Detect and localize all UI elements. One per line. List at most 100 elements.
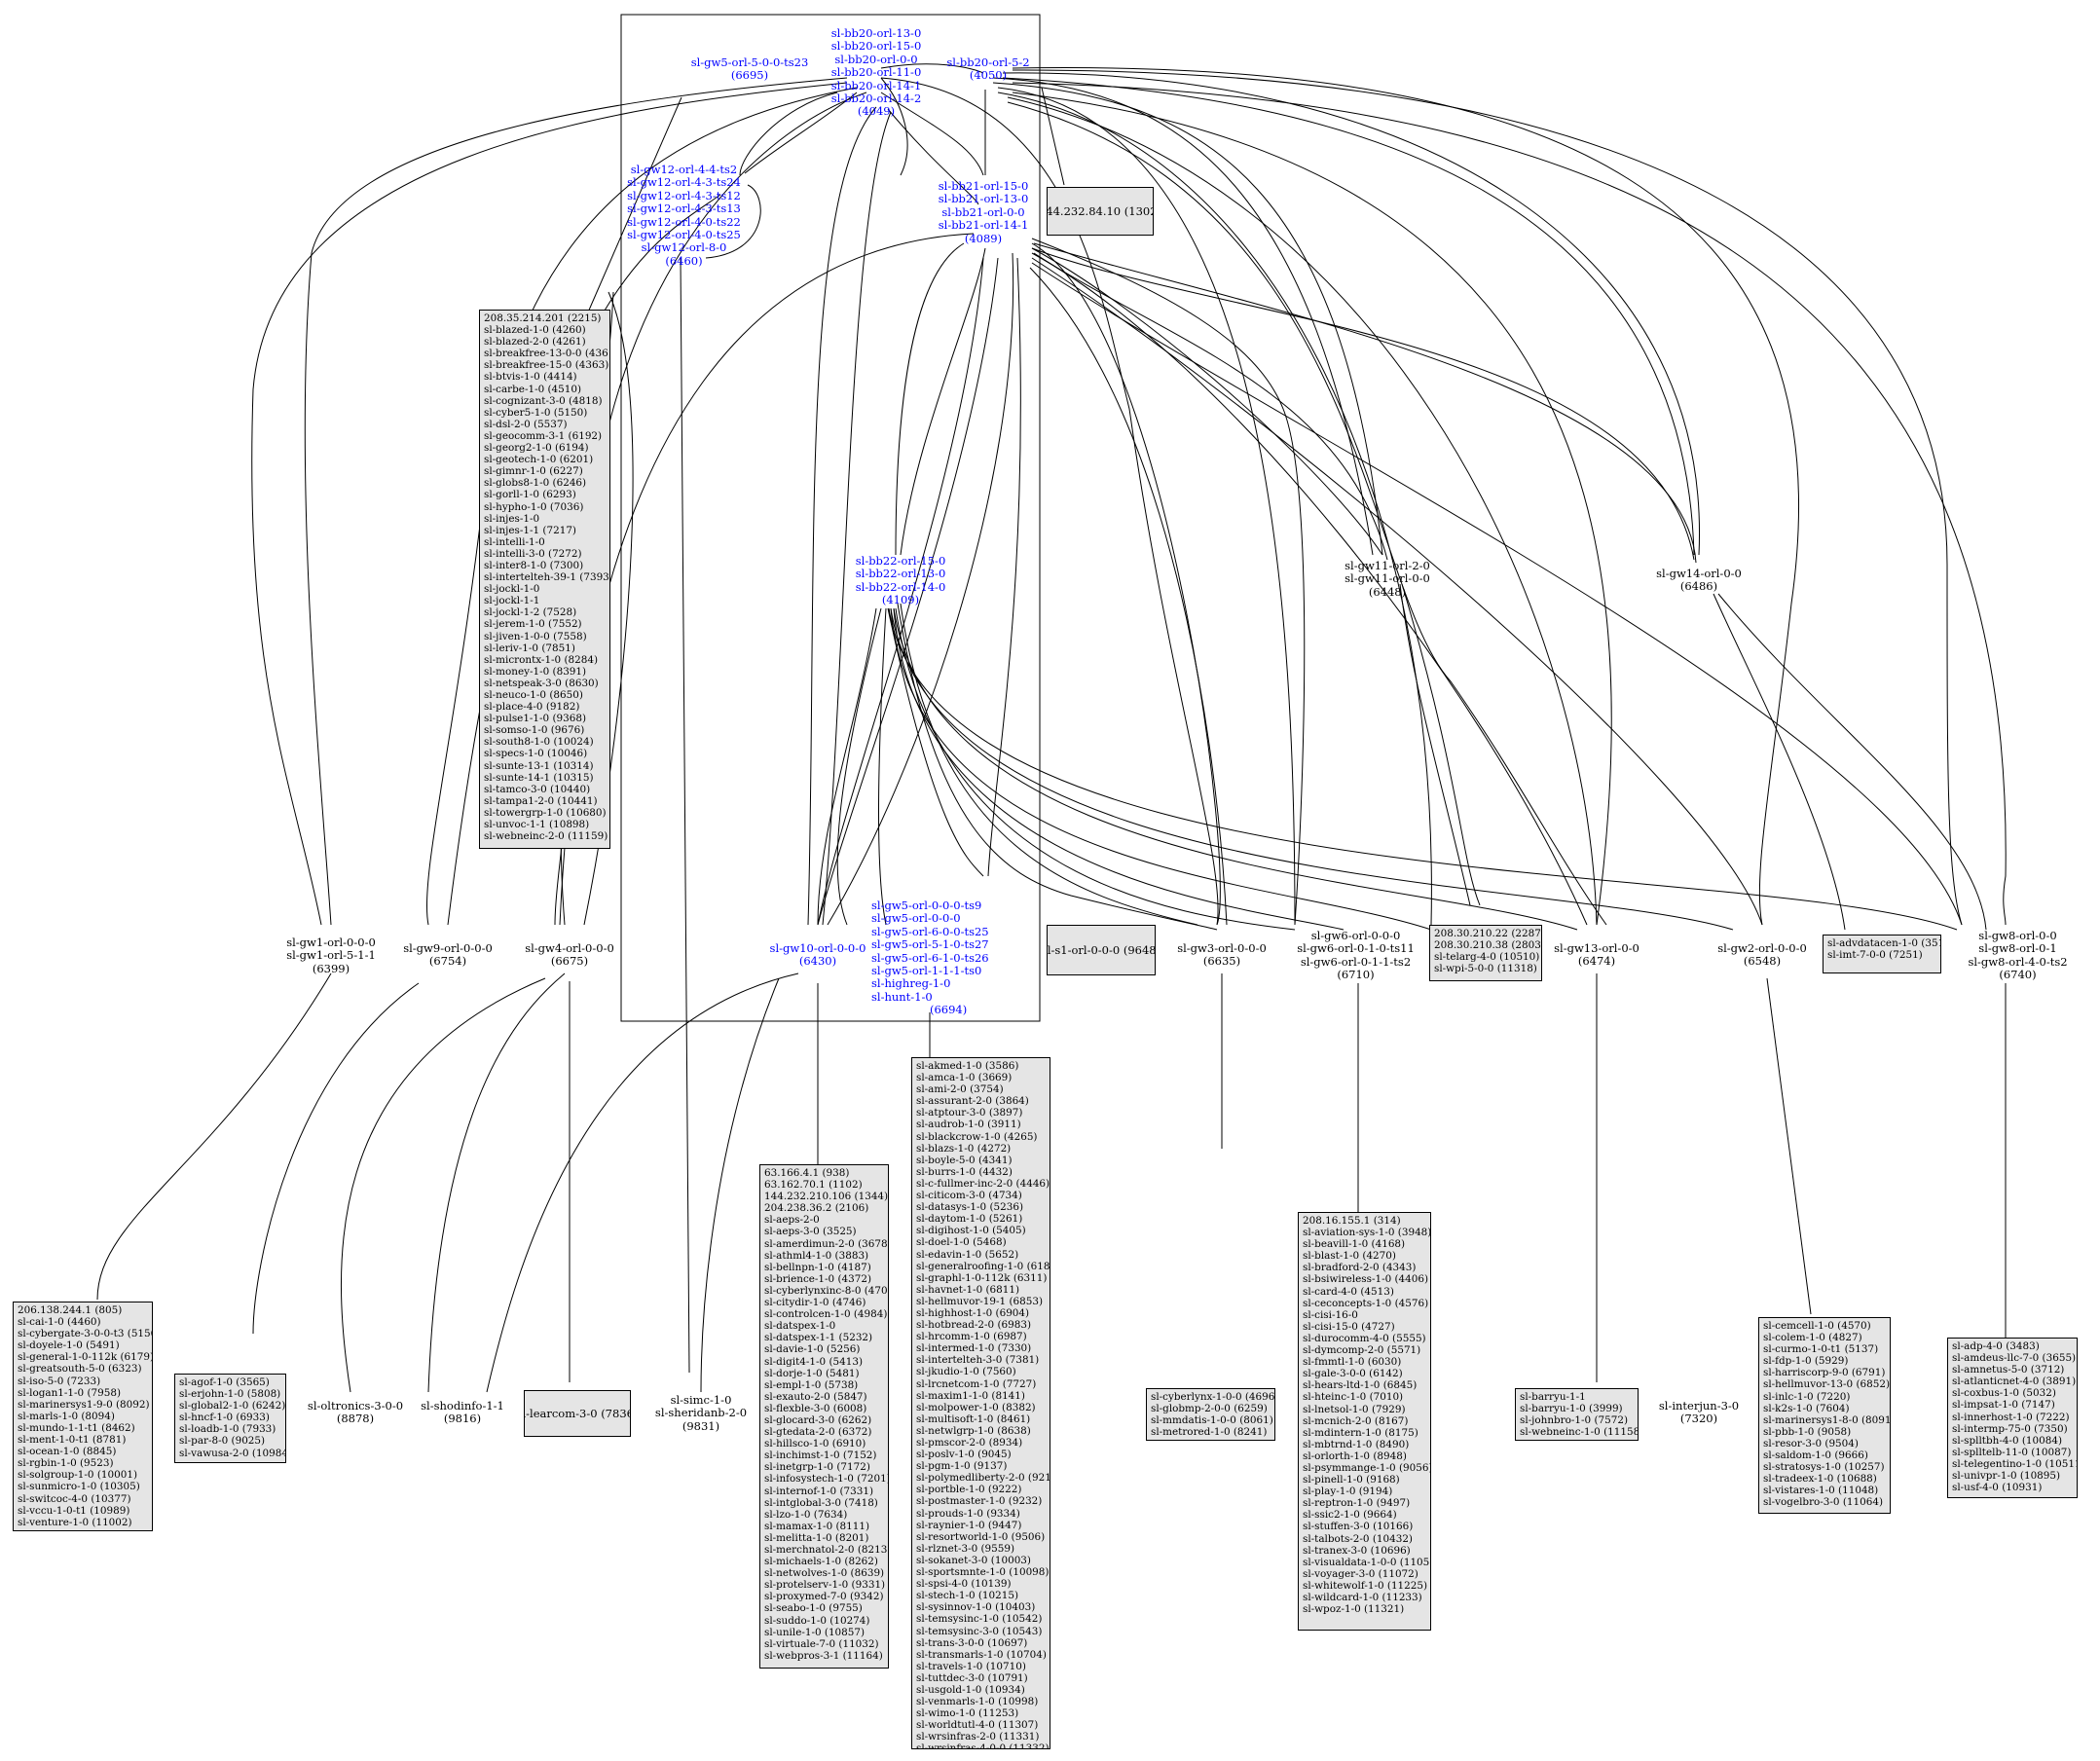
node-label: sl-gw9-orl-0-0-0 (403, 941, 493, 955)
node-label: sl-cyberlynxinc-8-0 (4701) (764, 1284, 889, 1297)
node-box-208-35[interactable]: 208.35.214.201 (2215)sl-blazed-1-0 (4260… (479, 310, 610, 849)
node-label: sl-aviation-sys-1-0 (3948) (1303, 1227, 1431, 1239)
node-label: sl-jockl-1-2 (7528) (484, 606, 577, 619)
node-label: sl-hrcomm-1-0 (6987) (916, 1331, 1027, 1343)
node-gw13[interactable]: sl-gw13-orl-0-0 (6474) (1543, 941, 1650, 969)
node-box-63-166[interactable]: 63.166.4.1 (938)63.162.70.1 (1102)144.23… (759, 1164, 889, 1669)
edge (1401, 583, 1481, 906)
node-label: sl-suddo-1-0 (10274) (764, 1614, 870, 1627)
node-label: sl-innerhost-1-0 (7222) (1952, 1411, 2070, 1423)
node-label: sl-amdeus-llc-7-0 (3655) (1952, 1352, 2077, 1365)
node-box-s1[interactable]: sl-s1-orl-0-0-0 (9648) (1047, 925, 1156, 975)
node-gw3[interactable]: sl-gw3-orl-0-0-0 (6635) (1168, 941, 1275, 969)
node-label: sl-jockl-1-0 (484, 583, 540, 596)
edge (887, 108, 979, 205)
node-label: sl-cai-1-0 (4460) (18, 1316, 101, 1329)
node-gw8[interactable]: sl-gw8-orl-0-0 sl-gw8-orl-0-1 sl-gw8-orl… (1957, 929, 2079, 982)
node-interjun[interactable]: sl-interjun-3-0 (7320) (1650, 1399, 1748, 1426)
node-label: sl-bb22-orl-14-0 (855, 579, 946, 594)
node-id: (6695) (730, 68, 769, 83)
node-label: sl-jiven-1-0-0 (7558) (484, 630, 587, 642)
node-label: sl-davie-1-0 (5256) (764, 1343, 861, 1356)
node-box-cyberlynx[interactable]: sl-cyberlynx-1-0-0 (4696)sl-globmp-2-0-0… (1146, 1388, 1275, 1441)
node-label: sl-mcnich-2-0 (8167) (1303, 1414, 1409, 1427)
edge (1766, 977, 1812, 1315)
node-label: sl-specs-1-0 (10046) (484, 748, 588, 760)
edge (680, 257, 690, 1374)
node-label: sl-portble-1-0 (9222) (916, 1484, 1022, 1496)
node-box-agof[interactable]: sl-agof-1-0 (3565)sl-erjohn-1-0 (5808)sl… (174, 1374, 286, 1463)
node-box-advdatacen[interactable]: sl-advdatacen-1-0 (3511)sl-imt-7-0-0 (72… (1823, 935, 1941, 973)
node-id: (6635) (1202, 954, 1241, 969)
edge (987, 257, 1021, 877)
node-id: (6486) (1679, 579, 1718, 594)
node-label: sl-temsysinc-3-0 (10543) (916, 1625, 1043, 1637)
node-label: sl-sunte-14-1 (10315) (484, 771, 594, 784)
node-label: sl-wpi-5-0-0 (11318) (1434, 963, 1537, 975)
node-box-206-138[interactable]: 206.138.244.1 (805)sl-cai-1-0 (4460)sl-c… (13, 1302, 153, 1531)
node-label: sl-sysinnov-1-0 (10403) (916, 1601, 1036, 1614)
node-box-akmed[interactable]: sl-akmed-1-0 (3586)sl-amca-1-0 (3669)sl-… (911, 1057, 1050, 1749)
node-simc[interactable]: sl-simc-1-0 sl-sheridanb-2-0 (9831) (647, 1393, 755, 1433)
node-label: sl-cyberlynx-1-0-0 (4696) (1151, 1391, 1275, 1403)
node-label: sl-psymmange-1-0 (9056) (1303, 1461, 1431, 1474)
node-box-cemcell[interactable]: sl-cemcell-1-0 (4570)sl-colem-1-0 (4827)… (1758, 1317, 1891, 1514)
node-label: sl-usgold-1-0 (10934) (916, 1683, 1025, 1696)
node-id: (6740) (1999, 968, 2037, 982)
node-gw14[interactable]: sl-gw14-orl-0-0 (6486) (1645, 567, 1752, 594)
node-gw10[interactable]: sl-gw10-orl-0-0-0 (6430) (759, 941, 876, 969)
node-label: sl-fdp-1-0 (5929) (1763, 1355, 1849, 1368)
node-label: sl-microntx-1-0 (8284) (484, 653, 599, 666)
node-id: (9831) (682, 1418, 720, 1433)
node-gw5-mid[interactable]: sl-gw5-orl-0-0-0-ts9 sl-gw5-orl-0-0-0 sl… (871, 899, 1017, 1017)
node-box-208-30[interactable]: 208.30.210.22 (2287)208.30.210.38 (2803)… (1429, 925, 1542, 981)
edge (1031, 247, 1383, 556)
edge (893, 607, 1345, 931)
node-label: sl-mamax-1-0 (8111) (764, 1520, 870, 1532)
node-gw2[interactable]: sl-gw2-orl-0-0-0 (6548) (1709, 941, 1816, 969)
node-label: sl-bb20-orl-15-0 (830, 39, 922, 54)
node-label: 204.238.36.2 (2106) (764, 1202, 869, 1215)
node-id: (8878) (336, 1412, 375, 1426)
edge (880, 77, 908, 176)
node-box-208-16[interactable]: 208.16.155.1 (314)sl-aviation-sys-1-0 (3… (1298, 1212, 1431, 1631)
node-gw9[interactable]: sl-gw9-orl-0-0-0 (6754) (394, 941, 501, 969)
node-label: sl-wimo-1-0 (11253) (916, 1707, 1019, 1720)
node-label: sl-internof-1-0 (7331) (764, 1485, 873, 1497)
node-label: sl-logan1-1-0 (7958) (18, 1386, 121, 1399)
node-bb21[interactable]: sl-bb21-orl-15-0 sl-bb21-orl-13-0 sl-bb2… (925, 179, 1042, 245)
edge (997, 87, 1296, 926)
cluster-boundary (620, 14, 1041, 1022)
node-bb22[interactable]: sl-bb22-orl-15-0 sl-bb22-orl-13-0 sl-bb2… (842, 554, 959, 607)
node-label: sl-sunmicro-1-0 (10305) (18, 1481, 140, 1493)
node-bb20-group-1[interactable]: sl-bb20-orl-13-0 sl-bb20-orl-15-0 sl-bb2… (818, 26, 935, 119)
node-label: sl-resor-3-0 (9504) (1763, 1437, 1859, 1449)
node-label: sl-usf-4-0 (10931) (1952, 1482, 2043, 1494)
node-label: sl-ssic2-1-0 (9664) (1303, 1509, 1397, 1522)
node-label: sl-injes-1-0 (484, 512, 540, 525)
node-label: sl-telarg-4-0 (10510) (1434, 951, 1540, 964)
node-label: sl-mmdatis-1-0-0 (8061) (1151, 1414, 1273, 1427)
node-bb20-group-2[interactable]: sl-bb20-orl-5-2 (4050) (935, 55, 1042, 83)
node-label: sl-k2s-1-0 (7604) (1763, 1402, 1850, 1414)
node-shodinfo[interactable]: sl-shodinfo-1-1 (9816) (414, 1399, 511, 1426)
node-label: sl-bb21-orl-13-0 (938, 192, 1029, 206)
node-gw11[interactable]: sl-gw11-orl-2-0 sl-gw11-orl-0-0 (6448) (1334, 559, 1441, 599)
node-label: sl-geocomm-3-1 (6192) (484, 429, 603, 442)
node-label: sl-splltbh-4-0 (10084) (1952, 1434, 2063, 1447)
node-label: sl-stratosys-1-0 (10257) (1763, 1461, 1885, 1474)
node-label: sl-mdintern-1-0 (8175) (1303, 1426, 1418, 1439)
node-label: sl-gw11-orl-0-0 (1345, 571, 1430, 586)
node-gw4[interactable]: sl-gw4-orl-0-0-0 (6675) (516, 941, 623, 969)
node-gw5-top[interactable]: sl-gw5-orl-5-0-0-ts23 (6695) (667, 55, 832, 83)
node-gw1[interactable]: sl-gw1-orl-0-0-0 sl-gw1-orl-5-1-1 (6399) (277, 936, 385, 975)
node-oltronics[interactable]: sl-oltronics-3-0-0 (8878) (302, 1399, 409, 1426)
edge (1012, 69, 1963, 926)
edge (1031, 262, 1963, 926)
node-gw6[interactable]: sl-gw6-orl-0-0-0 sl-gw6-orl-0-1-0-ts11 s… (1285, 929, 1426, 982)
node-gw12[interactable]: sl-gw12-orl-4-4-ts2 sl-gw12-orl-4-3-ts24… (618, 163, 750, 268)
node-box-adp[interactable]: sl-adp-4-0 (3483)sl-amdeus-llc-7-0 (3655… (1947, 1338, 2078, 1498)
